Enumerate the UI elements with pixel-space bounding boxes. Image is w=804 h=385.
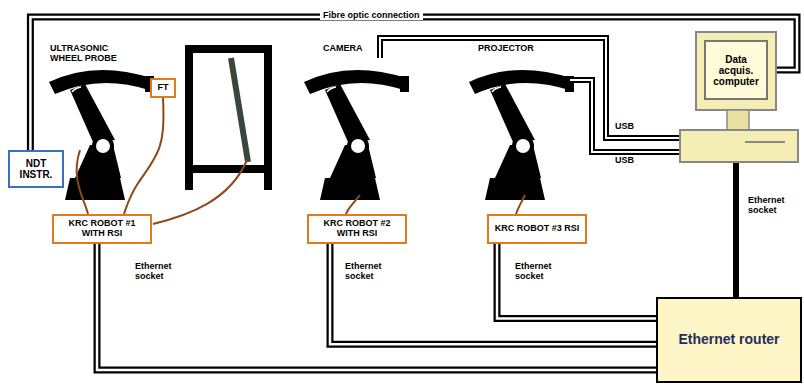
router-box: Ethernet router (656, 297, 802, 383)
robot-arm (469, 70, 574, 200)
device-label: ULTRASONIC WHEEL PROBE (50, 44, 142, 64)
cable-outer (497, 244, 656, 319)
specimen-frame (185, 45, 272, 190)
cable-inner (97, 244, 656, 370)
computer-screen: Data acquis. computer (704, 40, 768, 100)
robot-arm (304, 70, 409, 200)
node-label: KRC ROBOT #3 RSI (495, 224, 580, 234)
usb-cable (380, 38, 694, 152)
cable-label: USB (615, 156, 655, 166)
controller-box: KRC ROBOT #3 RSI (487, 214, 587, 244)
socket-label: Ethernet socket (135, 262, 185, 282)
robot-cable (77, 150, 525, 224)
computer-body (680, 32, 798, 162)
cable-label: USB (615, 122, 655, 132)
socket-label: Ethernet socket (748, 196, 798, 216)
connector (97, 244, 656, 370)
specimen-panel (231, 58, 248, 162)
connector (330, 244, 656, 344)
socket-label: Ethernet socket (515, 262, 565, 282)
connector (497, 244, 656, 319)
node-label: FT (158, 83, 169, 93)
controller-box: KRC ROBOT #2 WITH RSI (307, 214, 407, 244)
cable (124, 98, 164, 214)
socket-label: Ethernet socket (345, 262, 395, 282)
instrument-box: NDT INSTR. (8, 150, 64, 188)
connector-label: Fibre optic connection (320, 10, 423, 20)
node-label: Ethernet router (678, 332, 779, 347)
device-label: PROJECTOR (478, 44, 558, 54)
cable-outer (97, 244, 656, 370)
connector (124, 98, 164, 214)
robot-arm (49, 70, 154, 200)
node-label: Data acquis. computer (710, 54, 762, 87)
node-label: NDT INSTR. (14, 158, 58, 180)
cable-inner (330, 244, 656, 344)
node-label: KRC ROBOT #1 WITH RSI (58, 219, 146, 239)
cable-inner (497, 244, 656, 319)
device-label: CAMERA (323, 44, 393, 54)
cable-outer (330, 244, 656, 344)
node-label: KRC ROBOT #2 WITH RSI (313, 219, 401, 239)
sensor-box: FT (150, 78, 176, 98)
controller-box: KRC ROBOT #1 WITH RSI (52, 214, 152, 244)
